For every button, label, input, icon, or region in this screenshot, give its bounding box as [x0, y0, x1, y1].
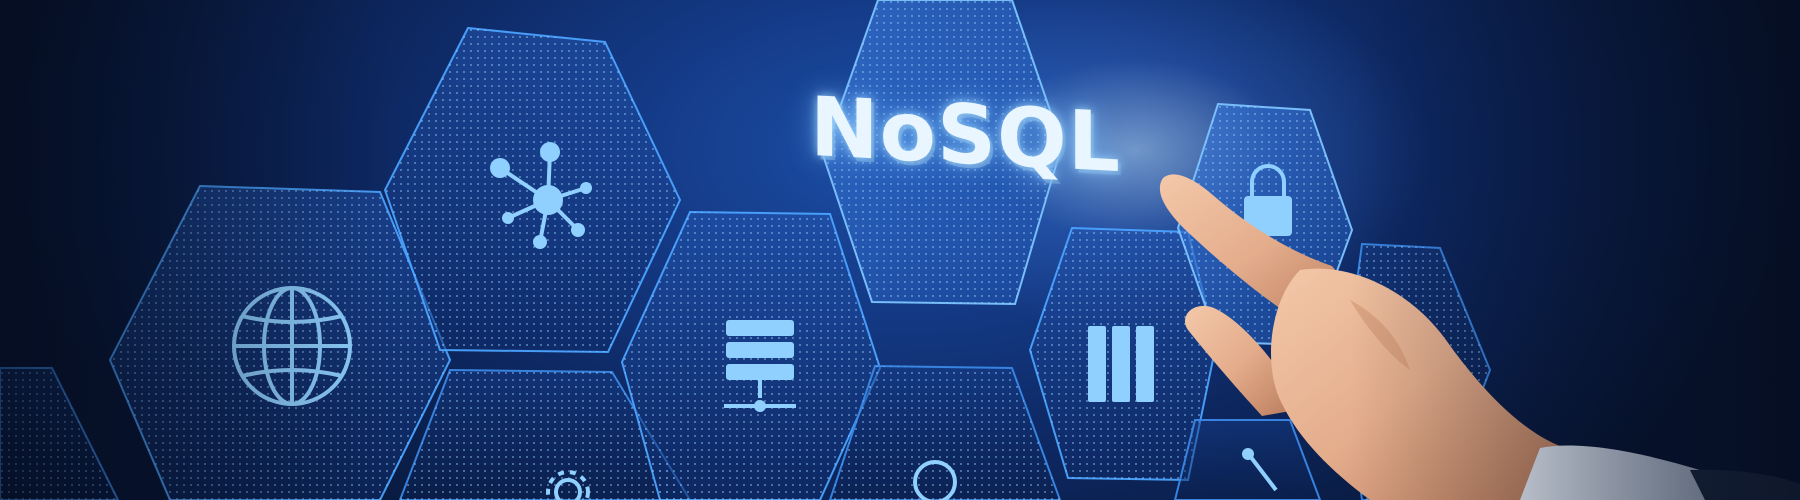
file-cabinet-icon	[1088, 326, 1154, 402]
nosql-headline: NoSQL	[810, 79, 1121, 192]
globe-icon	[232, 286, 352, 406]
hex-tile-left-edge	[0, 367, 120, 500]
hex-tile-wrench	[1173, 419, 1322, 500]
